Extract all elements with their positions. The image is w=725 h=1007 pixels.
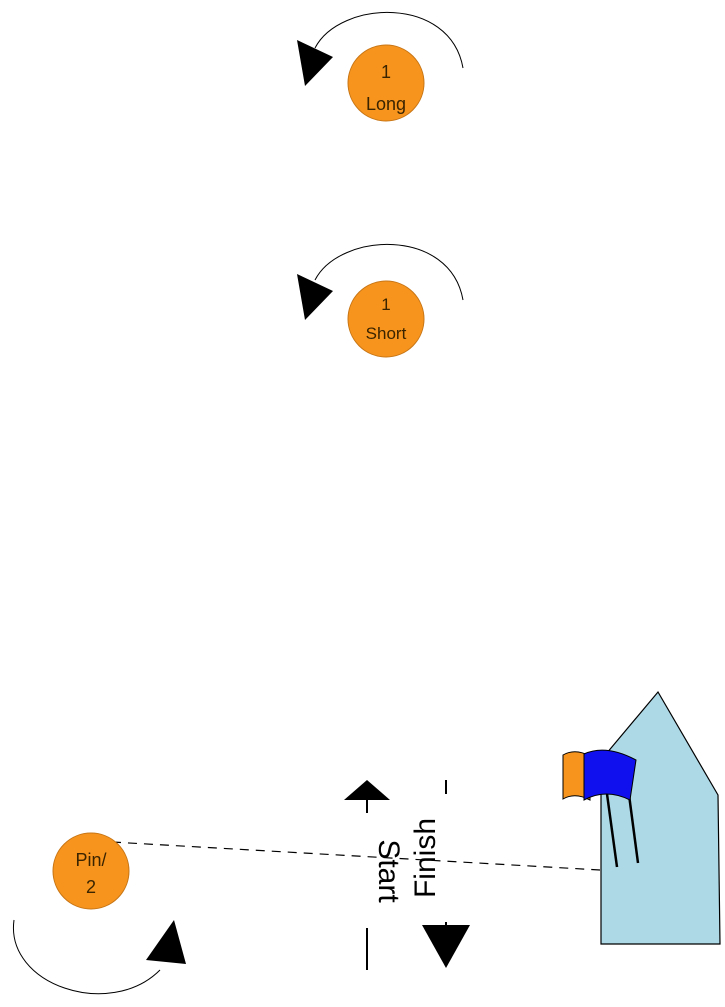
arrowhead-icon	[297, 274, 333, 320]
mark-buoy	[53, 833, 129, 909]
finish-arrow: Finish	[409, 780, 470, 968]
start-arrow: Start	[344, 780, 405, 970]
blue-flag-icon	[584, 750, 636, 800]
arrowhead-icon	[146, 920, 186, 964]
start-finish-line	[112, 842, 600, 870]
committee-boat	[563, 692, 720, 944]
mark-1-long: 1 Long	[297, 12, 463, 121]
rounding-arc-icon	[13, 920, 160, 994]
arrowhead-icon	[297, 40, 333, 86]
mark-1-short: 1 Short	[297, 244, 463, 357]
mark-number: 1	[381, 62, 391, 82]
mark-number: 1	[381, 295, 390, 314]
down-arrowhead-icon	[422, 925, 470, 968]
mark-buoy	[348, 281, 424, 357]
up-arrowhead-icon	[344, 780, 390, 800]
mark-label: Long	[366, 94, 406, 114]
mark-pin-2: Pin/ 2	[13, 833, 186, 994]
boat-hull	[601, 692, 720, 944]
mark-number: Pin/	[75, 850, 106, 870]
finish-label: Finish	[409, 818, 442, 898]
start-label: Start	[372, 839, 405, 903]
mark-label: 2	[86, 877, 96, 897]
mark-label: Short	[366, 324, 407, 343]
